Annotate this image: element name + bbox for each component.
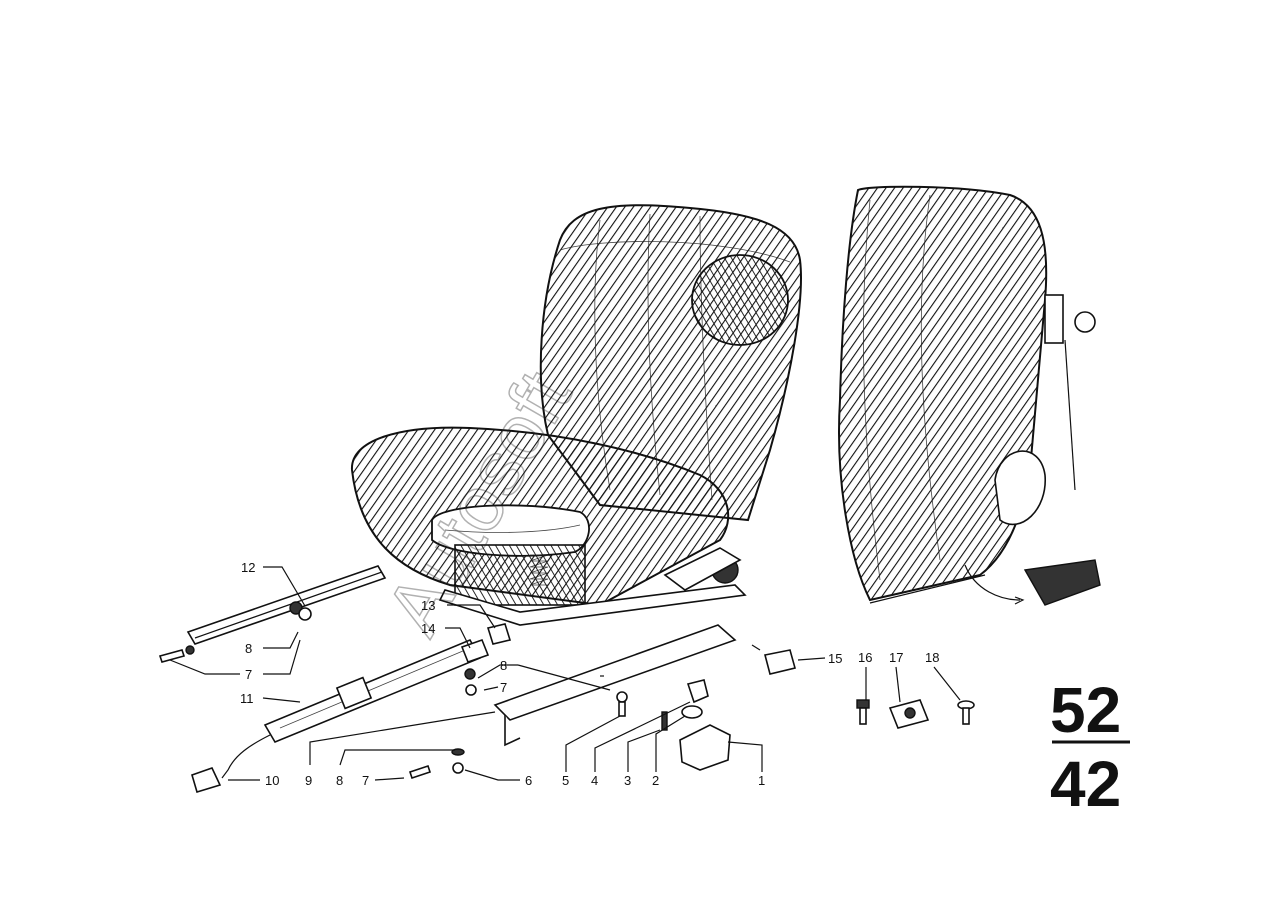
part-13-bracket	[486, 623, 512, 645]
seat-side-bolster	[691, 254, 789, 346]
callout-9: 9	[305, 773, 312, 788]
release-lever-rod	[221, 734, 271, 779]
part-7-screw	[408, 764, 432, 780]
callout-2: 2	[652, 773, 659, 788]
seat-frame-base	[438, 584, 747, 626]
seat-rear-knob	[1074, 311, 1096, 333]
callout-11: 11	[240, 691, 254, 706]
callouts: 12 13 14 8 7 11 8 7 10 9 8 7 6 5 4 3 2 1…	[240, 560, 939, 788]
callout-7-bottom: 7	[362, 773, 369, 788]
group-number: 52 42	[1050, 674, 1130, 820]
part-2-washer	[681, 705, 703, 719]
leader-lines	[169, 566, 961, 781]
callout-5: 5	[562, 773, 569, 788]
part-15-latch	[764, 649, 796, 675]
callout-17: 17	[889, 650, 903, 665]
part-1-hinge	[679, 724, 731, 771]
callout-18: 18	[925, 650, 939, 665]
callout-7-mid: 7	[500, 680, 507, 695]
callout-3: 3	[624, 773, 631, 788]
seat-rear-bracket	[1044, 294, 1064, 344]
callout-14: 14	[421, 621, 435, 636]
seat-rail-upper	[186, 565, 387, 645]
seat-rail-lower	[191, 638, 482, 794]
callout-4: 4	[591, 773, 598, 788]
release-lever-handle	[191, 767, 222, 794]
seat-assembly-illustration	[350, 204, 802, 626]
part-6-bolt	[452, 762, 464, 774]
seat-springs	[529, 554, 549, 586]
callout-6: 6	[525, 773, 532, 788]
seat-spring-box	[454, 544, 586, 606]
callout-10: 10	[265, 773, 279, 788]
part-3-screw	[661, 711, 668, 731]
callout-8-mid: 8	[500, 658, 507, 673]
floor-rail	[493, 624, 737, 747]
recliner-mechanism	[663, 547, 742, 591]
seat-rear-view-illustration	[838, 185, 1101, 606]
seat-rear-hinge-cover	[994, 450, 1046, 526]
group-number-top: 52	[1050, 674, 1121, 746]
hardware-parts	[158, 623, 975, 780]
part-16-bolt	[856, 699, 870, 725]
seat-rear-back	[838, 185, 1048, 602]
callout-1: 1	[758, 773, 765, 788]
callout-15: 15	[828, 651, 842, 666]
callout-7-left: 7	[245, 667, 252, 682]
callout-8-bottom: 8	[336, 773, 343, 788]
part-18-screw	[957, 700, 975, 725]
part-5-bolt	[616, 691, 628, 703]
callout-12: 12	[241, 560, 255, 575]
callout-8-left: 8	[245, 641, 252, 656]
callout-16: 16	[858, 650, 872, 665]
part-4-knob	[686, 679, 709, 704]
seat-rear-lever	[1023, 559, 1101, 606]
group-number-bottom: 42	[1050, 748, 1121, 820]
callout-13: 13	[421, 598, 435, 613]
